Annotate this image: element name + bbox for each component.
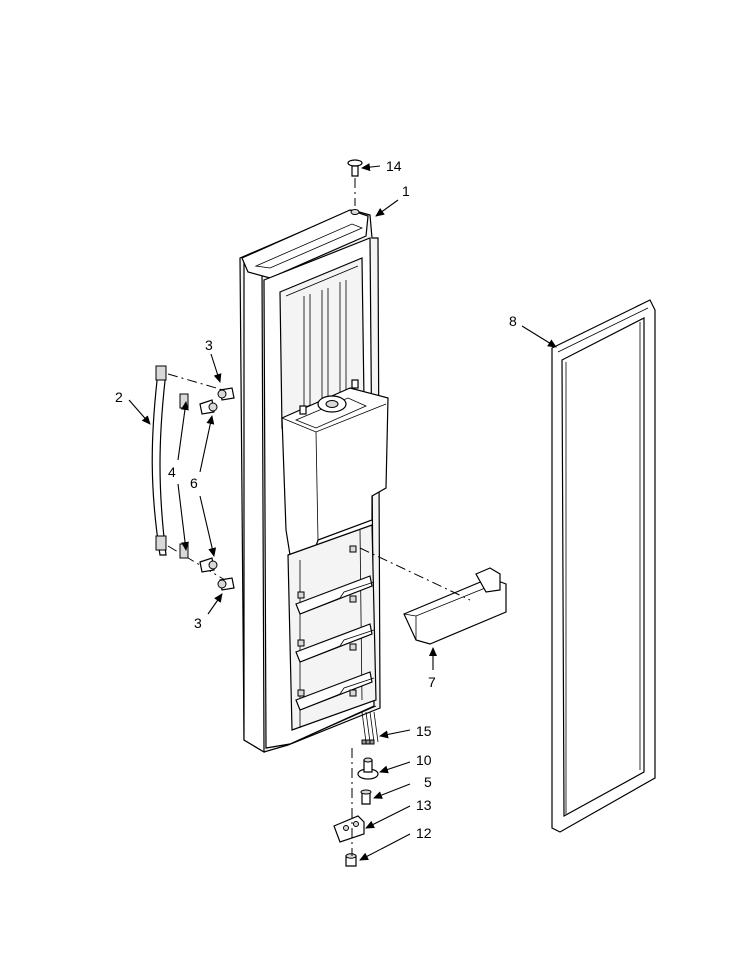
callout-4: 4 — [168, 464, 176, 480]
callout-1: 1 — [402, 183, 410, 199]
callout-6: 6 — [190, 475, 198, 491]
callout-13: 13 — [416, 797, 432, 813]
handle-screws — [199, 399, 218, 573]
hinge-bushing — [357, 757, 379, 780]
callout-5: 5 — [424, 774, 432, 790]
callout-8: 8 — [509, 313, 517, 329]
callout-14: 14 — [386, 158, 402, 174]
wire-harness — [361, 711, 379, 745]
callout-labels: 14 1 8 3 2 4 6 3 7 15 10 5 13 12 — [115, 158, 517, 841]
callout-12: 12 — [416, 825, 432, 841]
callout-3-top: 3 — [205, 337, 213, 353]
callout-7: 7 — [428, 674, 436, 690]
door-gasket — [551, 299, 656, 833]
door-handle — [151, 365, 231, 584]
callout-10: 10 — [416, 752, 432, 768]
callout-15: 15 — [416, 723, 432, 739]
mounting-screws — [217, 387, 235, 591]
door-assembly — [239, 209, 389, 754]
callout-2: 2 — [115, 389, 123, 405]
door-bin — [359, 547, 507, 645]
callout-3-bottom: 3 — [194, 615, 202, 631]
hinge-bottom-screw — [345, 853, 357, 867]
top-plug — [347, 159, 363, 215]
door-hinge — [333, 815, 365, 843]
hinge-screw — [360, 789, 372, 805]
leader-lines — [128, 163, 557, 861]
